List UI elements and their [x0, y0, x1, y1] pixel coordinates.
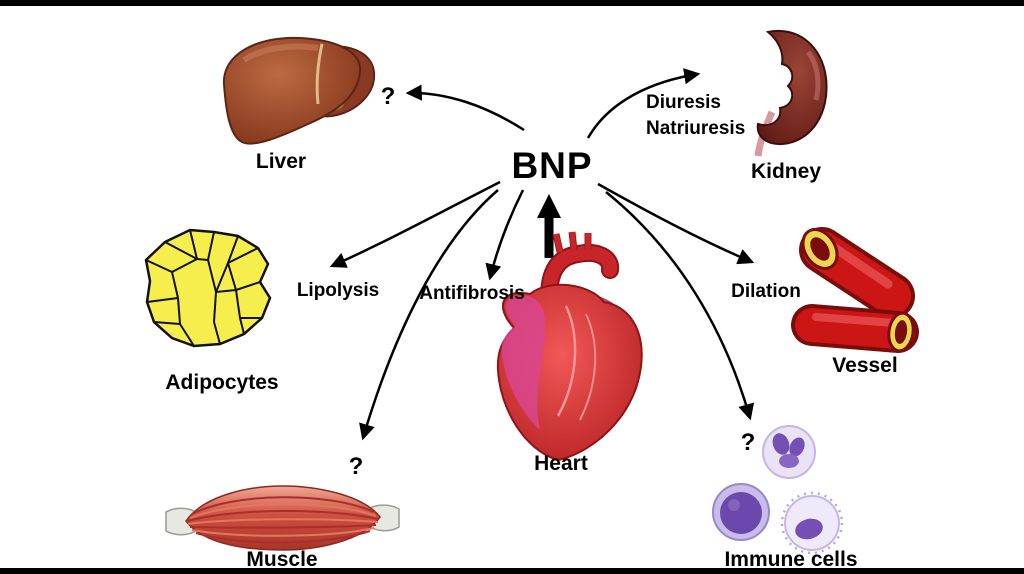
bnp-label: BNP — [511, 145, 592, 186]
neutrophil-cell — [762, 425, 816, 479]
heart-label: Heart — [534, 452, 588, 475]
hairy-cell-spikes — [780, 491, 844, 555]
top-border-bar — [0, 0, 1024, 6]
arrow-bnp-to-liver — [405, 84, 525, 132]
vessel-effect-dilation: Dilation — [731, 281, 801, 302]
arrow-bnp-to-lipolysis — [329, 180, 501, 268]
arrow-bnp-to-immune-cells — [605, 191, 755, 421]
muscle-label: Muscle — [246, 548, 317, 571]
immune-cells-effect-question: ? — [741, 429, 756, 456]
adipocytes-illustration — [144, 228, 272, 348]
adipocytes-label: Adipocytes — [165, 371, 278, 394]
heart-effect-antifibrosis: Antifibrosis — [419, 283, 525, 304]
arrow-bnp-to-kidney — [586, 68, 701, 139]
adipocytes-effect-lipolysis: Lipolysis — [297, 280, 379, 301]
liver-illustration — [222, 36, 376, 145]
liver-label: Liver — [256, 150, 306, 173]
kidney-label: Kidney — [751, 160, 821, 183]
left-ventricle-region — [501, 295, 546, 430]
heart-illustration — [496, 231, 643, 462]
immune-cells-label: Immune cells — [724, 548, 857, 571]
vessel-label: Vessel — [832, 354, 897, 377]
arrow-bnp-to-antifibrosis — [485, 189, 525, 281]
muscle-effect-question: ? — [349, 453, 364, 480]
bottom-border-bar — [0, 568, 1024, 574]
kidney-effect-natriuresis: Natriuresis — [646, 118, 745, 139]
arrow-bnp-to-dilation — [597, 182, 755, 265]
liver-effect-question: ? — [381, 83, 396, 110]
arrow-heart-to-bnp — [537, 194, 561, 258]
arrow-bnp-to-muscle — [359, 189, 499, 441]
vessel-illustration — [791, 227, 919, 353]
kidney-illustration — [754, 29, 828, 157]
immune-cells-illustration — [712, 425, 844, 555]
muscle-illustration — [165, 485, 400, 551]
kidney-effect-diuresis: Diuresis — [646, 92, 721, 113]
